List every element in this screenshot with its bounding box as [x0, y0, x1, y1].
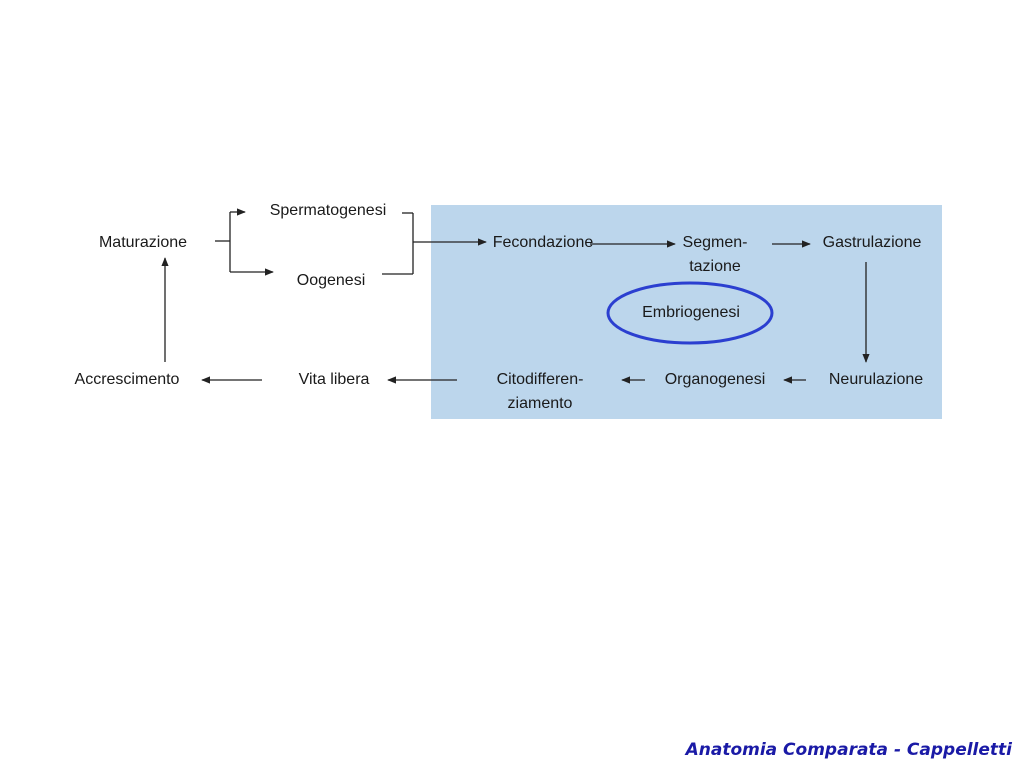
node-segmentazione-line1: Segmen-: [683, 234, 748, 251]
node-maturazione: Maturazione: [99, 234, 187, 251]
embryogenesis-region: [431, 205, 942, 419]
node-gastrulazione: Gastrulazione: [823, 234, 922, 251]
embriogenesi-highlight-ellipse: [606, 281, 774, 345]
node-organogenesi: Organogenesi: [665, 371, 766, 388]
footer-credit: Anatomia Comparata - Cappelletti: [685, 740, 1012, 760]
node-accrescimento: Accrescimento: [75, 371, 180, 388]
node-vita-libera: Vita libera: [299, 371, 370, 388]
connectors: [161, 208, 870, 384]
node-embriogenesi: Embriogenesi: [642, 304, 740, 321]
node-citodifferenziamento-line1: Citodifferen-: [497, 371, 584, 388]
node-spermatogenesi: Spermatogenesi: [270, 202, 387, 219]
node-fecondazione: Fecondazione: [493, 234, 594, 251]
node-segmentazione-line2: tazione: [689, 258, 741, 275]
node-neurulazione: Neurulazione: [829, 371, 923, 388]
node-oogenesi: Oogenesi: [297, 272, 366, 289]
node-citodifferenziamento-line2: ziamento: [508, 395, 573, 412]
